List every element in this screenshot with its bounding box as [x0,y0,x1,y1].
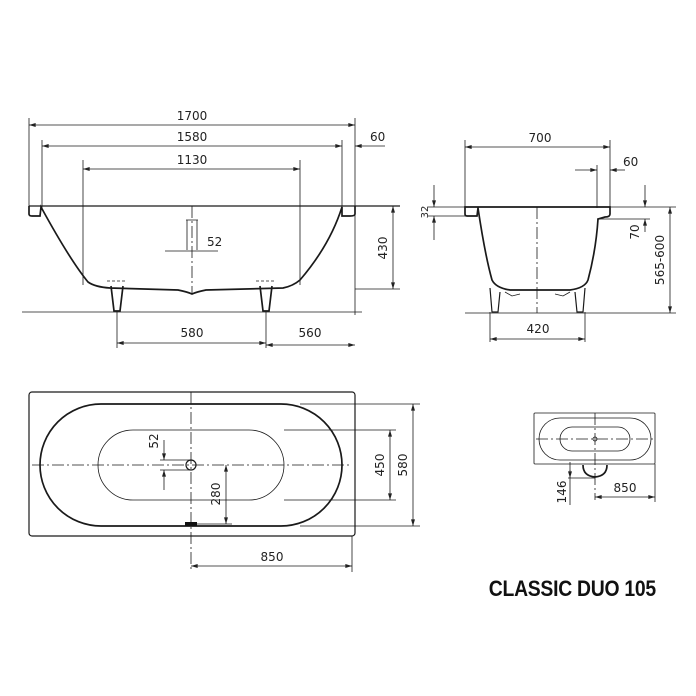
side-foot-left [489,287,501,313]
foot-left [107,280,127,312]
dim-label-430: 430 [376,237,390,260]
dim-label-70: 70 [628,224,642,239]
detail-drain-icon [592,436,598,442]
dim-label-700: 700 [529,131,552,145]
dim-label-450: 450 [373,454,387,477]
detail-tub-outline [533,412,656,465]
dim-label-1580: 1580 [177,130,208,144]
overflow-icon [185,522,197,526]
dim-label-32: 32 [420,206,431,219]
top-view: 52 280 450 580 850 [28,391,420,572]
side-underside-detail [504,291,571,297]
dim-label-560: 560 [299,326,322,340]
side-foot-right [574,287,586,313]
dim-label-580-top: 580 [396,454,410,477]
dim-label-52-top: 52 [147,433,161,448]
dim-label-850-detail: 850 [614,481,637,495]
drain-pipe [186,219,198,250]
detail-overflow-pipe [582,464,608,478]
dim-label-420: 420 [527,322,550,336]
dim-label-52-front: 52 [207,235,222,249]
dim-label-1700: 1700 [177,109,208,123]
dim-label-565-600: 565-600 [653,235,667,285]
tub-outline [28,391,356,537]
front-view: 1700 1580 60 1130 52 430 [22,109,400,348]
dim-label-1130: 1130 [177,153,208,167]
tub-cross-section [464,206,611,291]
dim-label-850-top: 850 [261,550,284,564]
dim-label-60: 60 [370,130,385,144]
detail-view: 146 850 [533,412,656,505]
dim-label-580-front: 580 [181,326,204,340]
dim-label-60-side: 60 [623,155,638,169]
dim-label-146: 146 [555,481,569,504]
dim-label-280: 280 [209,483,223,506]
side-view: 700 60 32 70 565-600 420 [420,131,676,342]
foot-right [256,280,276,312]
product-title: CLASSIC DUO 105 [488,576,656,601]
